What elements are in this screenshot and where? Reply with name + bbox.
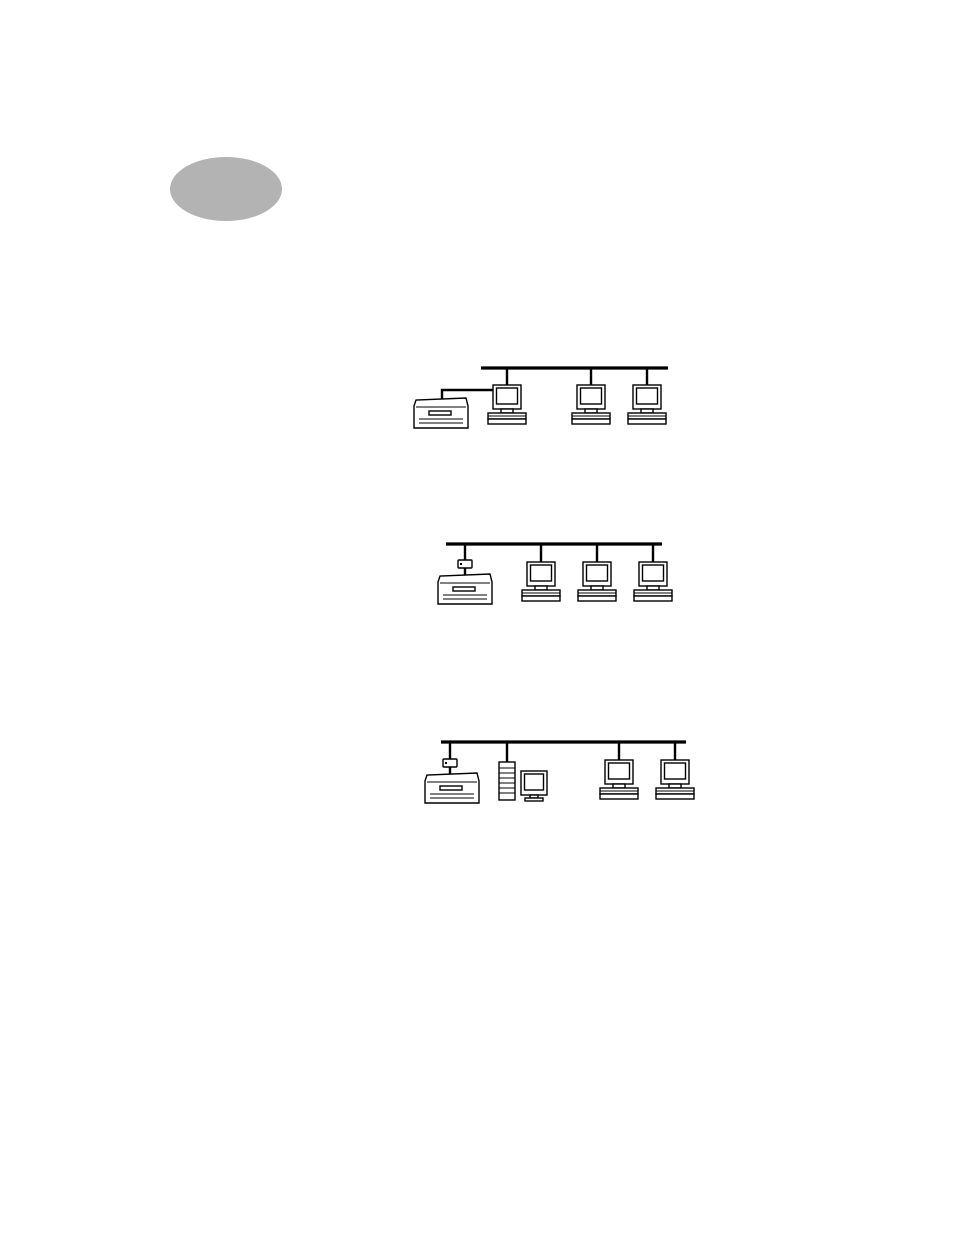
printer-icon: [438, 574, 492, 604]
workstation-icon: [634, 562, 672, 601]
monitor-icon: [521, 771, 547, 801]
workstation-icon: [600, 760, 638, 799]
print-server-icon: [443, 759, 457, 767]
server-tower-icon: [499, 762, 515, 800]
diagram-server-network: [425, 742, 694, 803]
workstation-icon: [628, 385, 666, 424]
printer-cable: [442, 390, 496, 399]
print-server-icon: [458, 560, 472, 568]
workstation-icon: [522, 562, 560, 601]
workstation-icon: [656, 760, 694, 799]
workstation-icon: [572, 385, 610, 424]
workstation-icon: [488, 385, 526, 424]
diagram-network-printer: [438, 544, 672, 604]
printer-icon: [425, 773, 479, 803]
diagram-shared-printer: [414, 368, 668, 428]
printer-icon: [414, 398, 468, 428]
workstation-icon: [578, 562, 616, 601]
